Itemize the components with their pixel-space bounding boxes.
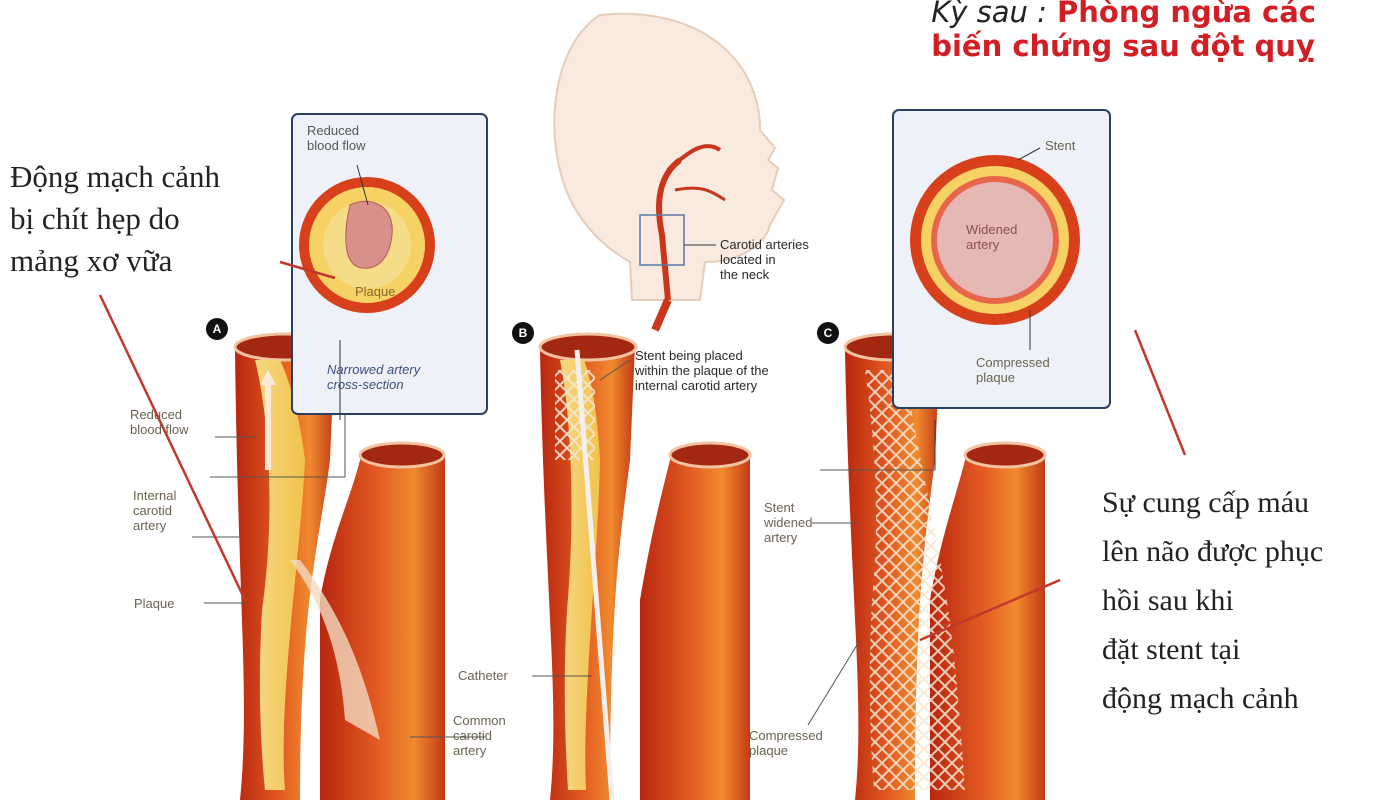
head-carotid-label: Carotid arteries located in the neck (720, 237, 809, 282)
panel-b-catheter-label: Catheter (458, 668, 508, 683)
right-annotation-line-1: Sự cung cấp máu (1102, 478, 1323, 527)
inset-a-plaque: Plaque (355, 284, 395, 299)
right-annotation: Sự cung cấp máu lên não được phục hồi sa… (1102, 478, 1323, 723)
right-annotation-line-3: hồi sau khi (1102, 576, 1323, 625)
left-annotation: Động mạch cảnh bị chít hẹp do mảng xơ vữ… (10, 156, 220, 282)
right-annotation-line-5: động mạch cảnh (1102, 674, 1323, 723)
left-annotation-line-2: bị chít hẹp do (10, 198, 220, 240)
panel-b-badge: B (512, 322, 534, 344)
left-annotation-line-1: Động mạch cảnh (10, 156, 220, 198)
panel-c-badge: C (817, 322, 839, 344)
panel-a-common-label: Common carotid artery (453, 713, 506, 758)
panel-a-badge: A (206, 318, 228, 340)
panel-b-stent-label: Stent being placed within the plaque of … (635, 348, 769, 393)
panel-c-stent-widened-label: Stent widened artery (764, 500, 812, 545)
head-profile (554, 14, 784, 330)
inset-a-caption: Narrowed artery cross-section (327, 362, 420, 392)
panel-a-internal-label: Internal carotid artery (133, 488, 176, 533)
panel-b-artery (540, 334, 750, 800)
panel-c-compressed-label: Compressed plaque (749, 728, 823, 758)
inset-c-compressed: Compressed plaque (976, 355, 1050, 385)
panel-a-reduced-flow-label: Reduced blood flow (130, 407, 189, 437)
right-annotation-line-2: lên não được phục (1102, 527, 1323, 576)
panel-a-plaque-label: Plaque (134, 596, 174, 611)
inset-a-reduced-flow: Reduced blood flow (307, 123, 366, 153)
right-annotation-line-4: đặt stent tại (1102, 625, 1323, 674)
inset-c-widened: Widened artery (966, 222, 1017, 252)
left-annotation-line-3: mảng xơ vữa (10, 240, 220, 282)
inset-c-stent: Stent (1045, 138, 1075, 153)
